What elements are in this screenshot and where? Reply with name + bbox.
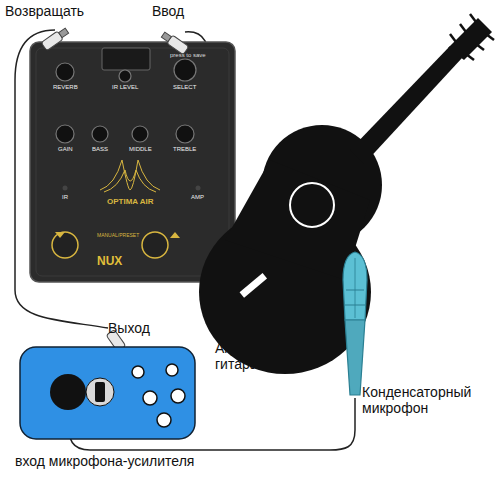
guitar-bridge: [240, 273, 267, 298]
product-name: OPTIMA AIR: [107, 197, 154, 206]
knob-label: REVERB: [53, 84, 78, 91]
pedal-knobs: [56, 59, 196, 143]
input-plug: [160, 30, 189, 54]
panel-label: press to save: [170, 52, 206, 59]
led-label: AMP: [191, 194, 204, 201]
knob-label: IR LEVEL: [112, 84, 138, 91]
pedal-display: [102, 48, 150, 70]
callout-label: Конденсаторный микрофон: [362, 384, 487, 416]
caption-label: вход микрофона-усилителя: [15, 453, 194, 469]
pedal-body: [30, 42, 235, 282]
callout-label: Акустическая гитара: [215, 340, 315, 372]
down-arrow: [55, 232, 65, 238]
return-plug: [41, 26, 70, 50]
optima-logo-wave: [100, 160, 160, 192]
led-label: IR: [62, 194, 68, 201]
pedal-bevel: [36, 48, 229, 276]
port-label: Ввод: [152, 3, 184, 19]
sound-hole: [290, 183, 334, 227]
switch-label: MANUAL/PRESET: [97, 233, 139, 239]
knob-label: MIDDLE: [129, 146, 152, 153]
port-label: Возвращать: [5, 3, 84, 19]
knob-label: GAIN: [58, 146, 73, 153]
condenser-microphone: [343, 252, 367, 395]
up-arrow: [170, 232, 180, 238]
mic-amplifier: [20, 347, 195, 439]
knob-label: SELECT: [173, 84, 196, 91]
knob-label: TREBLE: [173, 146, 196, 153]
tuning-pegs: [450, 14, 494, 60]
port-label: Выход: [108, 320, 150, 336]
knob-label: BASS: [92, 146, 108, 153]
brand-logo: NUX: [97, 255, 122, 269]
